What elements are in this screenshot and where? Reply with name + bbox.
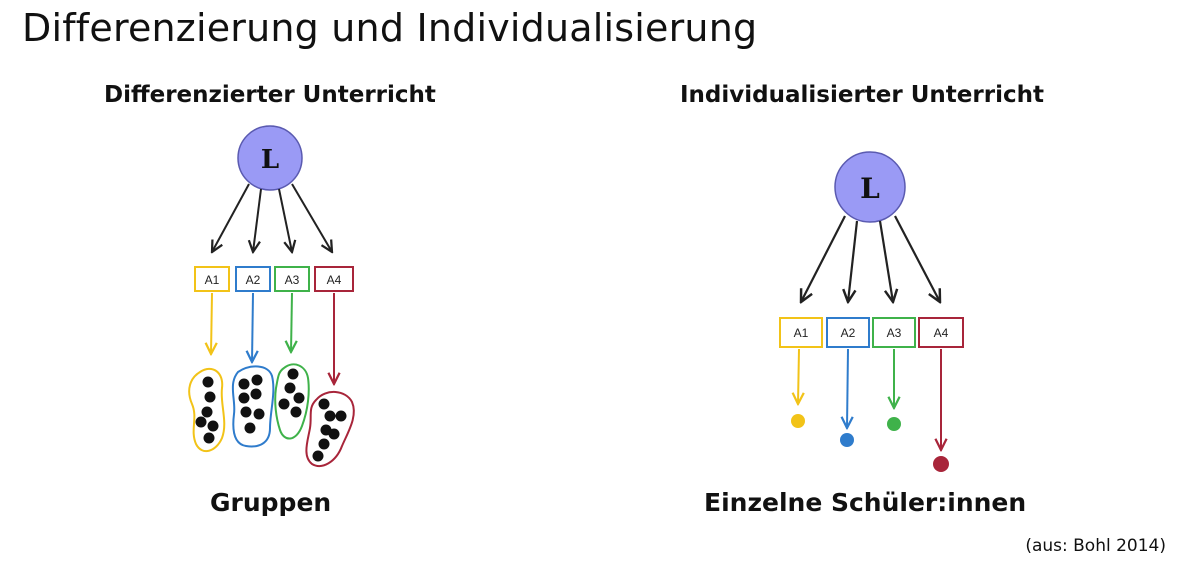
student-dot (251, 374, 263, 386)
student-dot (284, 382, 296, 394)
left-arrow-a2-to-group (252, 292, 253, 362)
right-task-a1: A1 (779, 317, 823, 348)
student-dot (201, 406, 213, 418)
student-dot (244, 422, 256, 434)
left-arrow-a1-to-group (211, 292, 212, 354)
student-dot (240, 406, 252, 418)
student-dot (238, 392, 250, 404)
student-dot (253, 408, 265, 420)
student-dot (324, 410, 336, 422)
left-group-a3 (274, 363, 310, 440)
student-dot (203, 432, 215, 444)
student-dot (238, 378, 250, 390)
right-task-a2: A2 (826, 317, 870, 348)
right-teacher-arrow-a4 (894, 215, 940, 302)
left-task-a3-label: A3 (285, 273, 300, 287)
right-task-a3-label: A3 (887, 326, 902, 340)
student-dot (312, 450, 324, 462)
student-dot (328, 428, 340, 440)
right-arrow-a2-to-student (847, 348, 848, 428)
left-task-a1: A1 (194, 266, 230, 292)
left-caption: Gruppen (210, 488, 332, 517)
right-task-a4-label: A4 (934, 326, 949, 340)
right-teacher-node: L (834, 151, 906, 223)
left-teacher-arrow-a3 (278, 188, 292, 252)
right-teacher-label: L (860, 172, 880, 205)
student-dot (287, 368, 299, 380)
left-group-a1 (188, 367, 226, 453)
left-task-a2-label: A2 (246, 273, 261, 287)
left-teacher-arrow-a2 (253, 188, 262, 252)
left-teacher-node: L (237, 125, 303, 191)
right-panel-heading: Individualisierter Unterricht (680, 82, 1044, 108)
right-student-a3 (887, 417, 901, 431)
student-dot (318, 398, 330, 410)
right-task-a4: A4 (918, 317, 964, 348)
student-dot (195, 416, 207, 428)
student-dot (278, 398, 290, 410)
right-teacher-arrow-a1 (801, 215, 846, 302)
left-teacher-arrow-a4 (291, 183, 332, 252)
left-task-a1-label: A1 (205, 273, 220, 287)
student-dot (335, 410, 347, 422)
student-dot (290, 406, 302, 418)
student-dot (207, 420, 219, 432)
student-dot (250, 388, 262, 400)
left-task-a2: A2 (235, 266, 271, 292)
slide-title: Differenzierung und Individualisierung (22, 6, 758, 50)
left-task-a4-label: A4 (327, 273, 342, 287)
right-task-a3: A3 (872, 317, 916, 348)
left-task-a3: A3 (274, 266, 310, 292)
right-caption: Einzelne Schüler:innen (704, 488, 1027, 517)
right-student-a4 (933, 456, 949, 472)
left-group-a2 (231, 365, 275, 448)
student-dot (204, 391, 216, 403)
right-teacher-arrow-a3 (878, 220, 893, 302)
right-task-a1-label: A1 (794, 326, 809, 340)
student-dot (293, 392, 305, 404)
left-arrow-a3-to-group (291, 292, 292, 352)
left-task-a4: A4 (314, 266, 354, 292)
left-panel-heading: Differenzierter Unterricht (104, 82, 436, 108)
right-task-a2-label: A2 (841, 326, 856, 340)
right-arrow-a1-to-student (798, 348, 799, 404)
left-group-a4 (305, 391, 355, 467)
right-teacher-arrow-a2 (848, 220, 859, 302)
left-teacher-label: L (261, 145, 279, 175)
right-student-a2 (840, 433, 854, 447)
left-teacher-arrow-a1 (212, 183, 250, 252)
right-diagram: L A1 A2 A3 A4 (779, 151, 964, 472)
left-diagram: L A1 A2 A3 A4 (188, 125, 355, 467)
student-dot (318, 438, 330, 450)
student-dot (202, 376, 214, 388)
source-citation: (aus: Bohl 2014) (1025, 536, 1166, 556)
right-student-a1 (791, 414, 805, 428)
